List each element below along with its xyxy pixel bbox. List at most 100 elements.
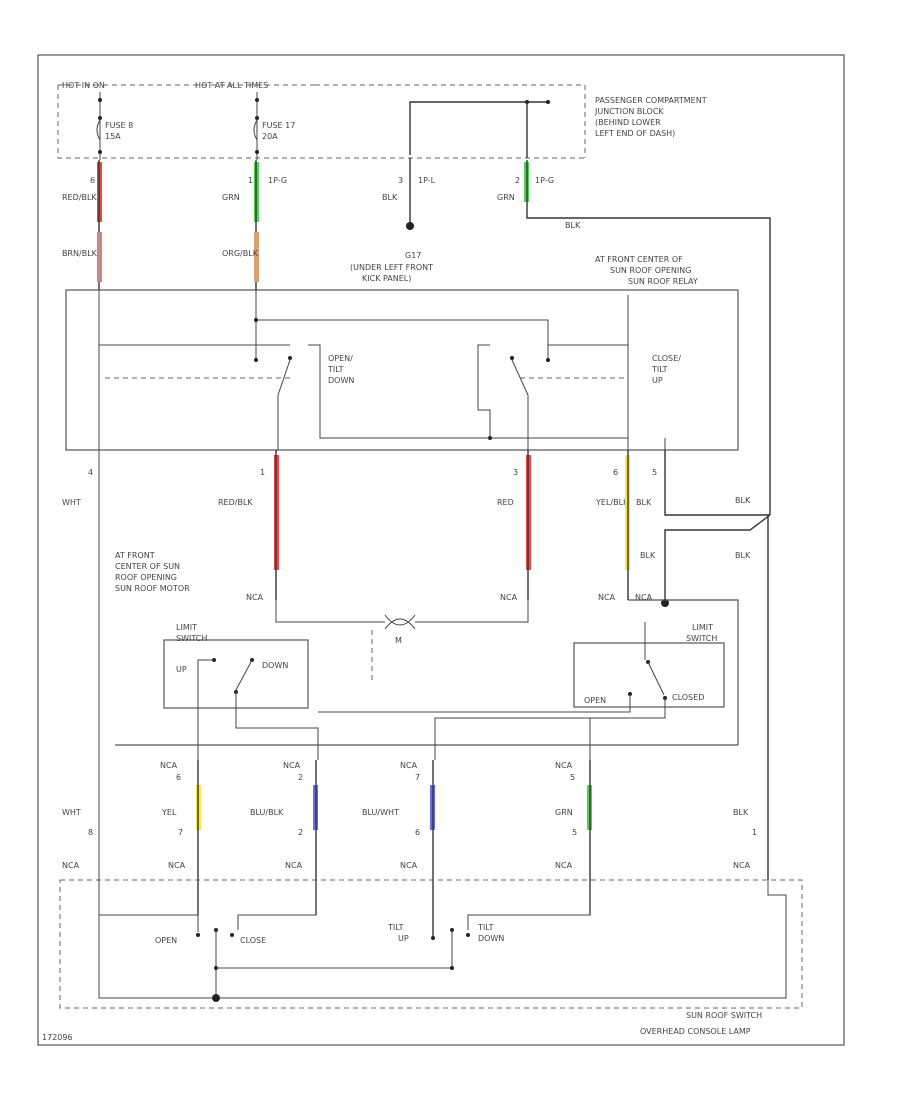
svg-text:1: 1 [752, 828, 757, 837]
svg-text:NCA: NCA [168, 861, 186, 870]
wire-blk-relay: BLK [636, 498, 652, 507]
svg-text:2: 2 [298, 828, 303, 837]
svg-text:NCA: NCA [555, 861, 573, 870]
sunroof-relay-box [65, 289, 739, 451]
junction-line3: (BEHIND LOWER [595, 118, 661, 127]
svg-text:WHT: WHT [62, 808, 81, 817]
motor-housing [115, 599, 739, 746]
relay-open1: OPEN/ [328, 354, 353, 363]
switch-connectors: WHT 8 7 2 6 5 BLK 1 NCA NCA NCA NCA NCA … [62, 808, 757, 870]
limit-down: DOWN [262, 661, 288, 670]
ground-loc1: (UNDER LEFT FRONT [350, 263, 433, 272]
wire-red-relay: RED [497, 498, 514, 507]
sw-tilt-up2: UP [398, 934, 409, 943]
relay-internals [98, 290, 666, 450]
junction-bus [409, 101, 548, 155]
wire-brnblk: BRN/BLK [62, 249, 98, 258]
svg-text:BLU/BLK: BLU/BLK [250, 808, 284, 817]
svg-text:5: 5 [572, 828, 577, 837]
wire-blk-top: BLK [382, 193, 398, 202]
sunroof-motor-icon [275, 600, 529, 680]
fuse-panel-box [57, 84, 586, 159]
svg-text:6: 6 [415, 828, 420, 837]
junction-line1: PASSENGER COMPARTMENT [595, 96, 707, 105]
ground-label: G17 [405, 251, 421, 260]
fuse-a-icon [96, 92, 102, 160]
sw-tilt-down1: TILT [477, 923, 494, 932]
hot-label-2: HOT AT ALL TIMES [195, 81, 268, 90]
limit-left2: SWITCH [176, 634, 207, 643]
limit-switch-right [573, 642, 725, 708]
motor-conn-2: NCA [500, 593, 518, 602]
limit-switch-left-contacts [197, 658, 319, 760]
relay-pin-5: 5 [652, 468, 657, 477]
svg-text:NCA: NCA [283, 761, 301, 770]
limit-up: UP [176, 665, 187, 674]
blk-label-top: BLK [565, 221, 581, 230]
conn-name-4: 1P-G [535, 176, 554, 185]
relay-label3: SUN ROOF RELAY [628, 277, 698, 286]
svg-text:7: 7 [415, 773, 420, 782]
svg-text:7: 7 [178, 828, 183, 837]
junction-line2: JUNCTION BLOCK [594, 107, 664, 116]
sw-open: OPEN [155, 936, 177, 945]
limit-closed: CLOSED [672, 693, 704, 702]
wire-org [254, 232, 259, 282]
motor-label2: CENTER OF SUN [115, 562, 180, 571]
motor-label3: ROOF OPENING [115, 573, 177, 582]
relay-close2: TILT [651, 365, 668, 374]
fuse-b-label: FUSE 17 [262, 121, 295, 130]
svg-text:NCA: NCA [400, 761, 418, 770]
conn-pin-3: 3 [398, 176, 403, 185]
hot-label: HOT IN ON [62, 81, 105, 90]
wire-redblk-top: RED/BLK [62, 193, 97, 202]
fuse-b-icon [253, 92, 259, 160]
wire-grn-1: GRN [222, 193, 240, 202]
ground-loc2: KICK PANEL) [362, 274, 411, 283]
relay-pin-4: 4 [88, 468, 93, 477]
motor-conn-3: NCA [598, 593, 616, 602]
relay-label2: SUN ROOF OPENING [610, 266, 691, 275]
blk-right-2: BLK [735, 551, 751, 560]
conn-name-3: 1P-L [418, 176, 436, 185]
svg-text:6: 6 [176, 773, 181, 782]
conn-pin-4: 2 [515, 176, 520, 185]
svg-text:NCA: NCA [160, 761, 178, 770]
conn-pin-2: 1 [248, 176, 253, 185]
ground-point-icon [406, 222, 414, 230]
fuse-a-label: FUSE 8 [105, 121, 133, 130]
wire-yelblk-relay: YEL/BLK [595, 498, 629, 507]
conn-name-2: 1P-G [268, 176, 287, 185]
sunroof-switch-internals [98, 870, 787, 1002]
limit-right1: LIMIT [692, 623, 713, 632]
svg-text:NCA: NCA [400, 861, 418, 870]
relay-pin-6: 6 [613, 468, 618, 477]
motor-label4: SUN ROOF MOTOR [115, 584, 190, 593]
wire-wht-relay: WHT [62, 498, 81, 507]
relay-open2: TILT [327, 365, 344, 374]
relay-close1: CLOSE/ [652, 354, 681, 363]
wire-orgblk: ORG/BLK [222, 249, 259, 258]
svg-text:NCA: NCA [555, 761, 573, 770]
wire-redblk-relay: RED/BLK [218, 498, 253, 507]
motor-label1: AT FRONT [115, 551, 155, 560]
limit-open: OPEN [584, 696, 606, 705]
svg-text:GRN: GRN [555, 808, 573, 817]
motor-conn-4: NCA [635, 593, 653, 602]
limit-left1: LIMIT [176, 623, 197, 632]
wire-brn [97, 232, 102, 282]
relay-label1: AT FRONT CENTER OF [595, 255, 683, 264]
blk-lower: BLK [640, 551, 656, 560]
switch-label1: SUN ROOF SWITCH [686, 1011, 762, 1020]
sw-tilt-down2: DOWN [478, 934, 504, 943]
svg-text:NCA: NCA [733, 861, 751, 870]
svg-text:BLK: BLK [733, 808, 749, 817]
svg-text:YEL: YEL [161, 808, 177, 817]
wire-grn-2: GRN [497, 193, 515, 202]
blk-right: BLK [735, 496, 751, 505]
sw-tilt-up1: TILT [387, 923, 404, 932]
limit-switch-right-contacts [318, 622, 667, 760]
svg-text:8: 8 [88, 828, 93, 837]
